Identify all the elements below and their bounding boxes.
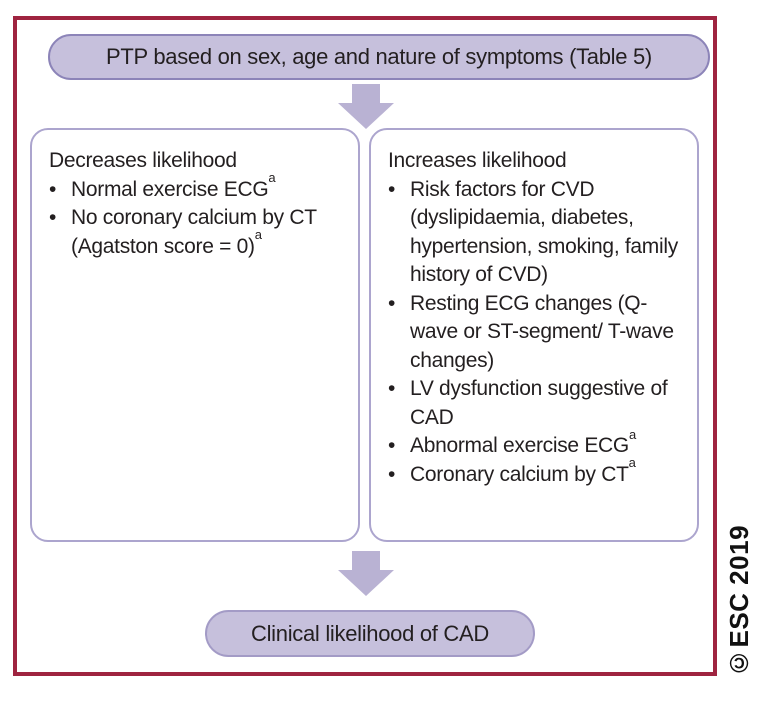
list-item-label: Abnormal exercise ECG bbox=[410, 434, 629, 458]
list-item-text: Resting ECG changes (Q-wave or ST-segmen… bbox=[410, 290, 685, 376]
list-item-label: No coronary calcium by CT (Agatston scor… bbox=[71, 206, 317, 258]
bullet-icon: • bbox=[388, 377, 396, 401]
list-item-label: Risk factors for CVD (dyslipidaemia, dia… bbox=[410, 177, 678, 287]
list-item-text: Abnormal exercise ECGa bbox=[410, 428, 685, 461]
down-arrow-icon-bottom bbox=[338, 551, 394, 596]
list-item-text: Normal exercise ECGa bbox=[71, 171, 346, 205]
list-item: • LV dysfunction suggestive of CAD bbox=[388, 375, 685, 432]
list-item: • No coronary calcium by CT (Agatston sc… bbox=[49, 204, 346, 261]
bullet-icon: • bbox=[49, 206, 57, 230]
list-item-text: No coronary calcium by CT (Agatston scor… bbox=[71, 204, 346, 261]
list-item-label: Normal exercise ECG bbox=[71, 177, 269, 201]
list-item: • Coronary calcium by CTa bbox=[388, 456, 685, 490]
increases-list: • Risk factors for CVD (dyslipidaemia, d… bbox=[388, 176, 685, 490]
bullet-icon: • bbox=[388, 177, 396, 201]
bullet-icon: • bbox=[388, 463, 396, 487]
bottom-node: Clinical likelihood of CAD bbox=[205, 610, 535, 657]
list-item-label: Resting ECG changes (Q-wave or ST-segmen… bbox=[410, 291, 674, 372]
list-item: • Normal exercise ECGa bbox=[49, 171, 346, 205]
bottom-node-label: Clinical likelihood of CAD bbox=[251, 620, 489, 646]
list-item-text: LV dysfunction suggestive of CAD bbox=[410, 375, 685, 432]
footnote-marker: a bbox=[628, 426, 636, 442]
list-item-label: Coronary calcium by CT bbox=[410, 463, 629, 487]
decreases-list: • Normal exercise ECGa • No coronary cal… bbox=[49, 171, 346, 262]
bullet-icon: • bbox=[388, 291, 396, 315]
increases-box: Increases likelihood • Risk factors for … bbox=[369, 128, 699, 542]
footnote-marker: a bbox=[628, 455, 636, 471]
list-item: • Resting ECG changes (Q-wave or ST-segm… bbox=[388, 290, 685, 376]
list-item-label: LV dysfunction suggestive of CAD bbox=[410, 377, 668, 429]
increases-box-title: Increases likelihood bbox=[388, 149, 567, 172]
list-item: • Risk factors for CVD (dyslipidaemia, d… bbox=[388, 176, 685, 290]
footnote-marker: a bbox=[268, 169, 276, 185]
copyright-label: ©ESC 2019 bbox=[724, 524, 754, 678]
decreases-box: Decreases likelihood • Normal exercise E… bbox=[30, 128, 360, 542]
top-node-label: PTP based on sex, age and nature of symp… bbox=[106, 44, 652, 69]
bullet-icon: • bbox=[49, 177, 57, 201]
list-item-text: Coronary calcium by CTa bbox=[410, 456, 685, 490]
bullet-icon: • bbox=[388, 434, 396, 458]
down-arrow-icon-top bbox=[338, 84, 394, 129]
list-item-text: Risk factors for CVD (dyslipidaemia, dia… bbox=[410, 176, 685, 290]
decreases-box-title: Decreases likelihood bbox=[49, 149, 237, 172]
top-node: PTP based on sex, age and nature of symp… bbox=[48, 34, 710, 80]
footnote-marker: a bbox=[254, 226, 262, 242]
list-item: • Abnormal exercise ECGa bbox=[388, 428, 685, 461]
